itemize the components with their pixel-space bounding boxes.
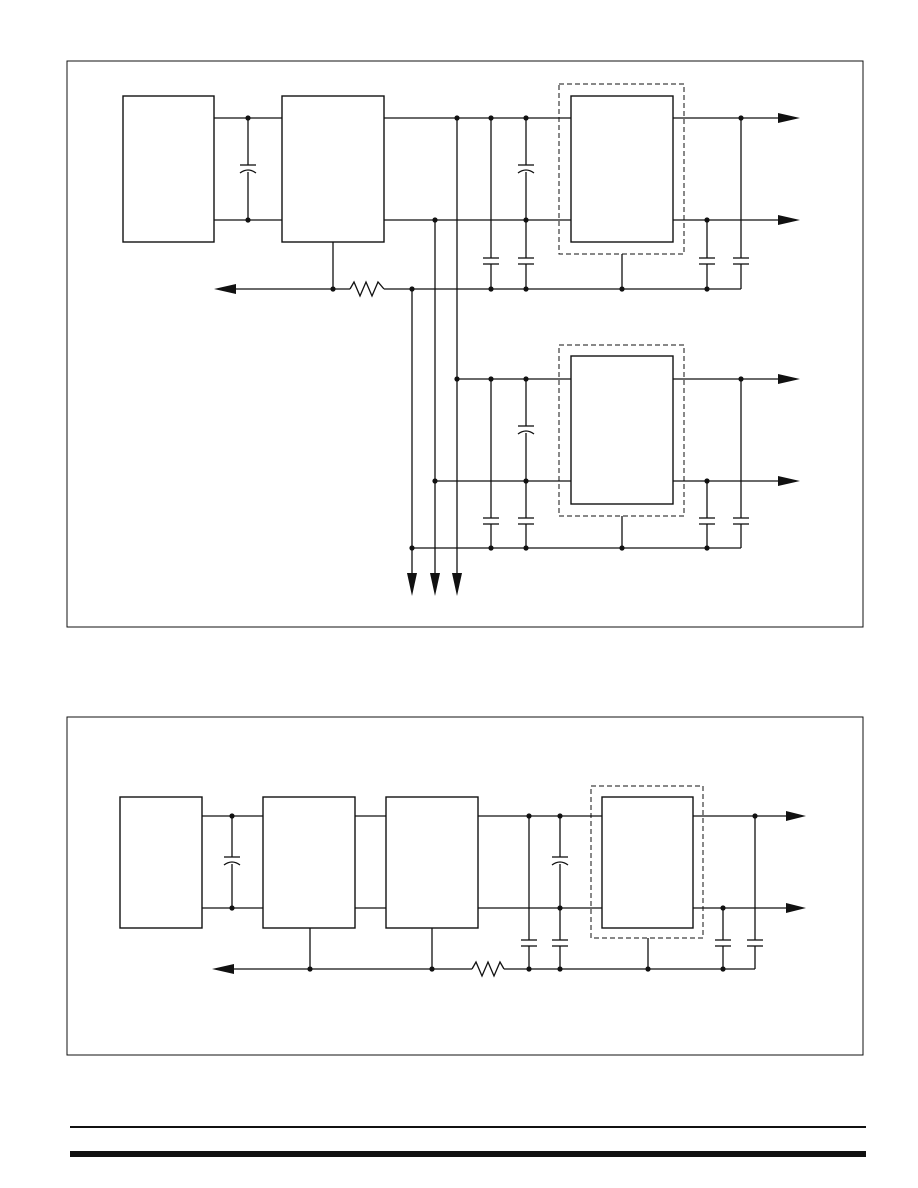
fig1-output-capacitor-d [698, 517, 716, 525]
fig1-shield-lower [558, 344, 685, 517]
fig1-bulk-capacitor-upper [517, 164, 535, 174]
fig1-bus-lower [409, 376, 742, 551]
fig2-ground-arrow [212, 964, 234, 974]
fig2-capacitor-b [551, 939, 569, 947]
fig2-interstage [355, 815, 386, 909]
figure-2-frame [66, 716, 864, 1056]
fig2-bus [478, 813, 602, 969]
fig1-input-capacitor [239, 164, 257, 174]
fig1-capacitor-a [482, 257, 500, 265]
figure-1-frame [66, 60, 864, 628]
fig1-resistor [349, 280, 385, 298]
fig2-output-capacitor-b [714, 939, 732, 947]
fig1-capacitor-b [517, 257, 535, 265]
fig1-source-block [122, 95, 215, 243]
fig1-down-arrow-2 [430, 573, 440, 596]
fig1-output-upper [673, 113, 800, 289]
fig1-bus-upper [384, 115, 571, 585]
figure-2-diagram [66, 716, 864, 1056]
fig2-ground-line [212, 928, 756, 978]
fig2-output-arrow-2 [786, 903, 806, 913]
fig1-input-filter [214, 115, 282, 223]
fig2-first-stage-block [262, 796, 356, 929]
fig1-load-block-upper [570, 95, 674, 243]
fig1-ground-arrow [214, 284, 236, 294]
fig2-output-capacitor-a [746, 939, 764, 947]
fig1-output-capacitor-a [732, 257, 750, 265]
fig1-capacitor-c [482, 517, 500, 525]
fig1-output-arrow-2 [778, 215, 800, 225]
fig2-output-arrow-1 [786, 811, 806, 821]
fig1-capacitor-d [517, 517, 535, 525]
fig1-shield-upper [558, 83, 685, 255]
fig2-resistor [471, 960, 505, 978]
fig1-output-arrow-4 [778, 476, 800, 486]
fig2-second-stage-block [385, 796, 479, 929]
fig2-load-block [601, 796, 694, 929]
fig1-down-arrow-3 [452, 573, 462, 596]
fig1-ground-line [214, 242, 742, 298]
fig1-output-capacitor-b [698, 257, 716, 265]
fig2-capacitor-a [520, 939, 538, 947]
fig2-input-capacitor [223, 856, 241, 866]
fig2-source-block [119, 796, 203, 929]
fig2-output [693, 811, 806, 969]
fig2-input-filter [202, 813, 263, 911]
fig2-bulk-capacitor [551, 856, 569, 866]
fig1-output-capacitor-c [732, 517, 750, 525]
fig1-bulk-capacitor-lower [517, 425, 535, 435]
fig2-shield [590, 785, 704, 939]
fig1-converter-block [281, 95, 385, 243]
fig1-output-arrow-3 [778, 374, 800, 384]
figure-1-diagram [66, 60, 864, 628]
fig1-output-arrow-1 [778, 113, 800, 123]
fig1-output-lower [673, 374, 800, 548]
fig1-load-block-lower [570, 355, 674, 505]
fig1-down-arrow-1 [407, 573, 417, 596]
